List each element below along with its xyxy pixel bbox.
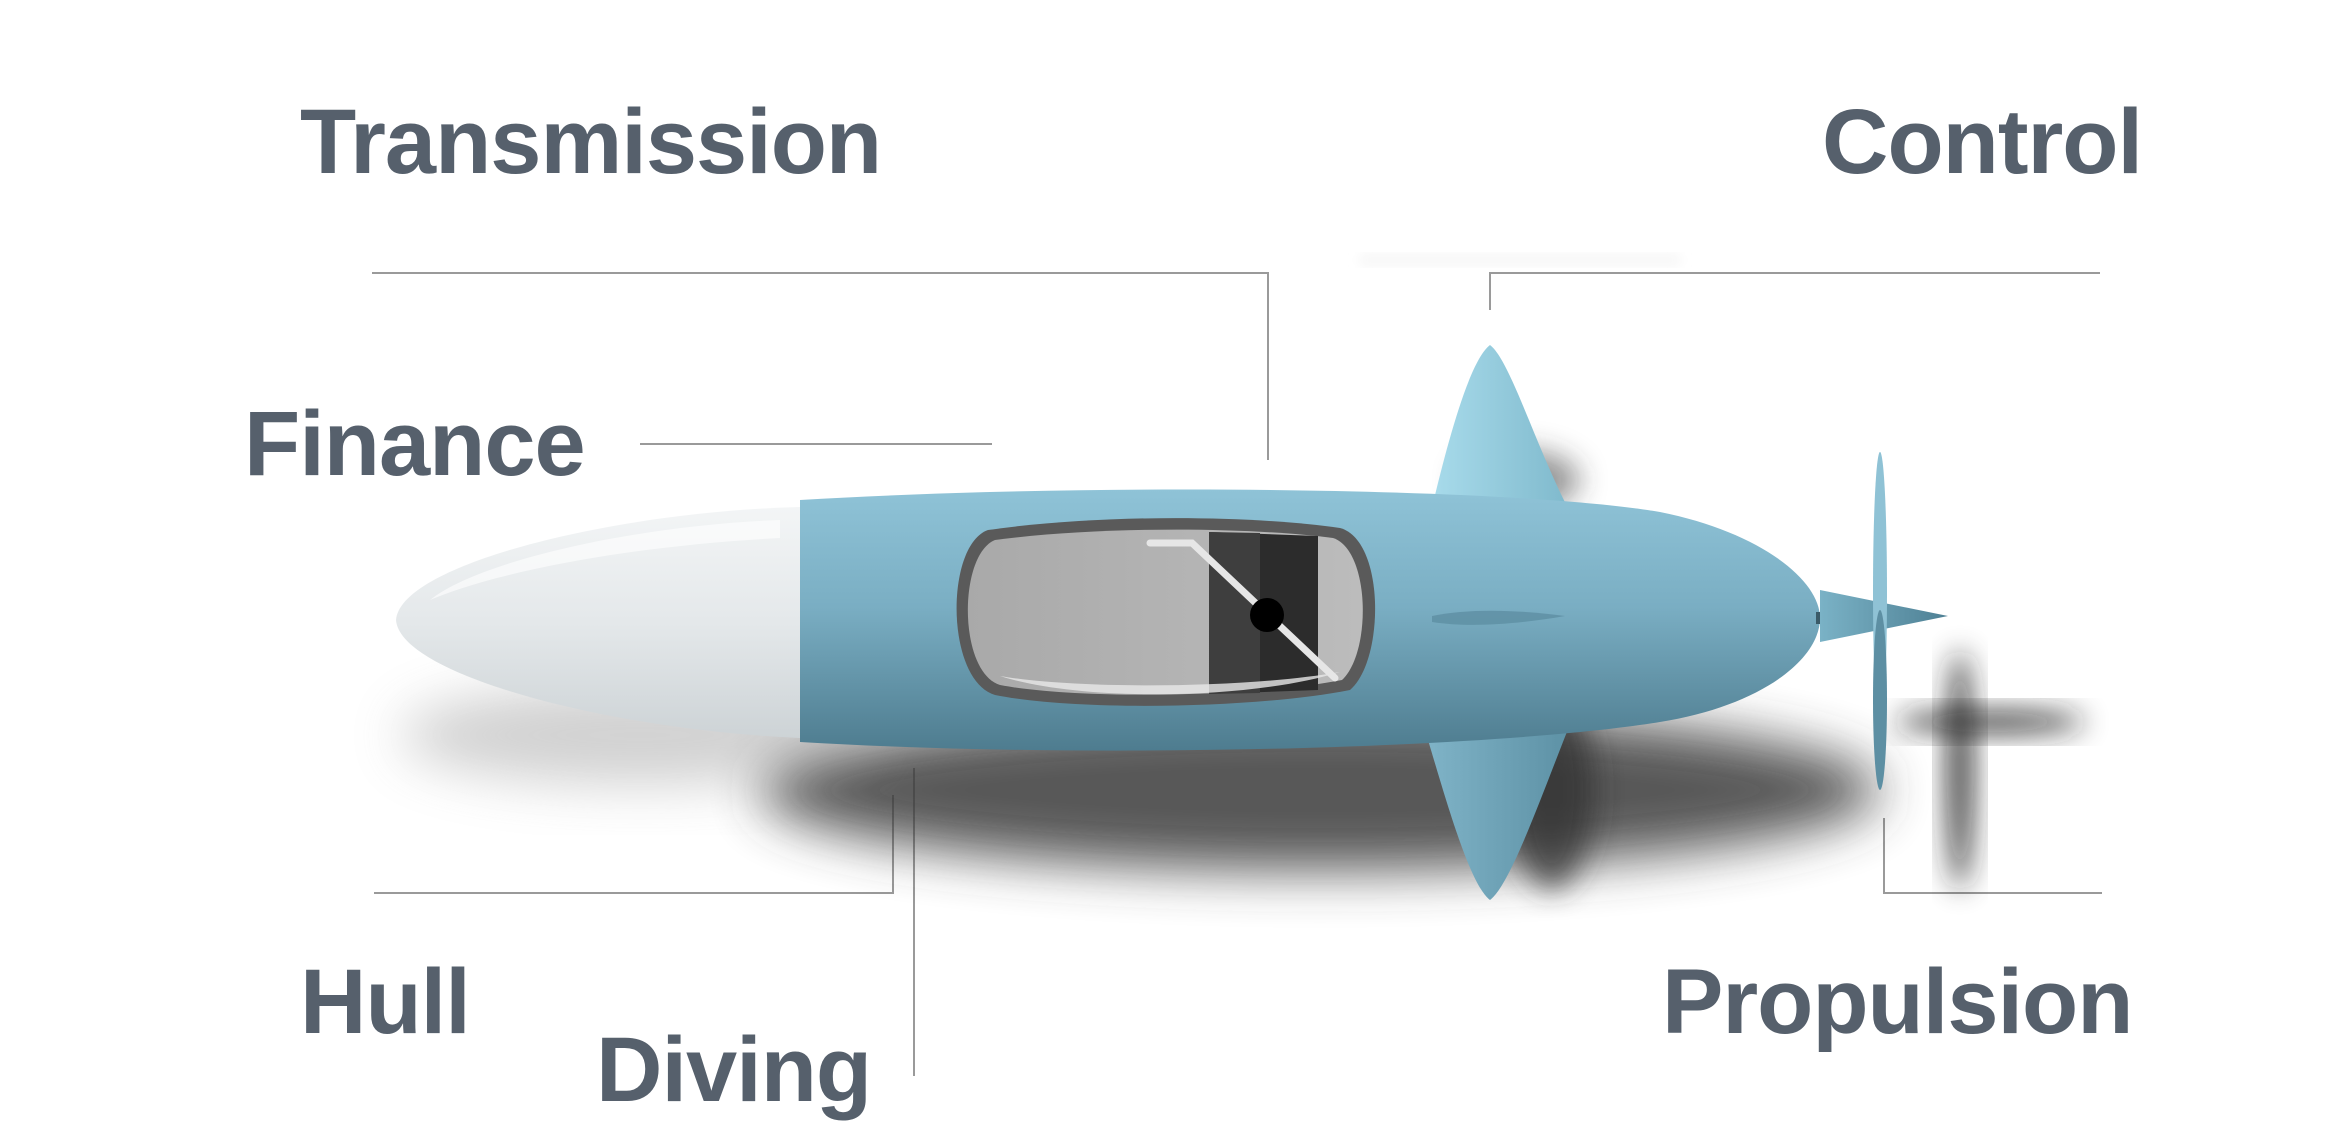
label-transmission: Transmission [300, 91, 882, 193]
side-stabilizer [1432, 610, 1565, 625]
control-lever-icon [1146, 539, 1339, 682]
label-propulsion: Propulsion [1662, 951, 2133, 1053]
diving-fin [1428, 724, 1570, 900]
propeller-shadow-vertical [1946, 650, 1974, 890]
nose-highlight [430, 520, 780, 600]
label-control: Control [1822, 91, 2143, 193]
propeller-icon [1816, 452, 1948, 790]
leader-line-propulsion [1883, 818, 2102, 894]
label-finance: Finance [244, 393, 586, 495]
label-diving: Diving [596, 1019, 872, 1121]
haze-shadow [1360, 256, 1680, 264]
leader-line-transmission [372, 272, 1269, 460]
control-fin [1432, 345, 1570, 512]
leader-line-control [1489, 272, 2100, 310]
label-hull: Hull [300, 951, 471, 1053]
window-reflection [1000, 672, 1340, 695]
propeller-shadow-horizontal [1895, 710, 2085, 734]
nose-cone [396, 507, 800, 738]
